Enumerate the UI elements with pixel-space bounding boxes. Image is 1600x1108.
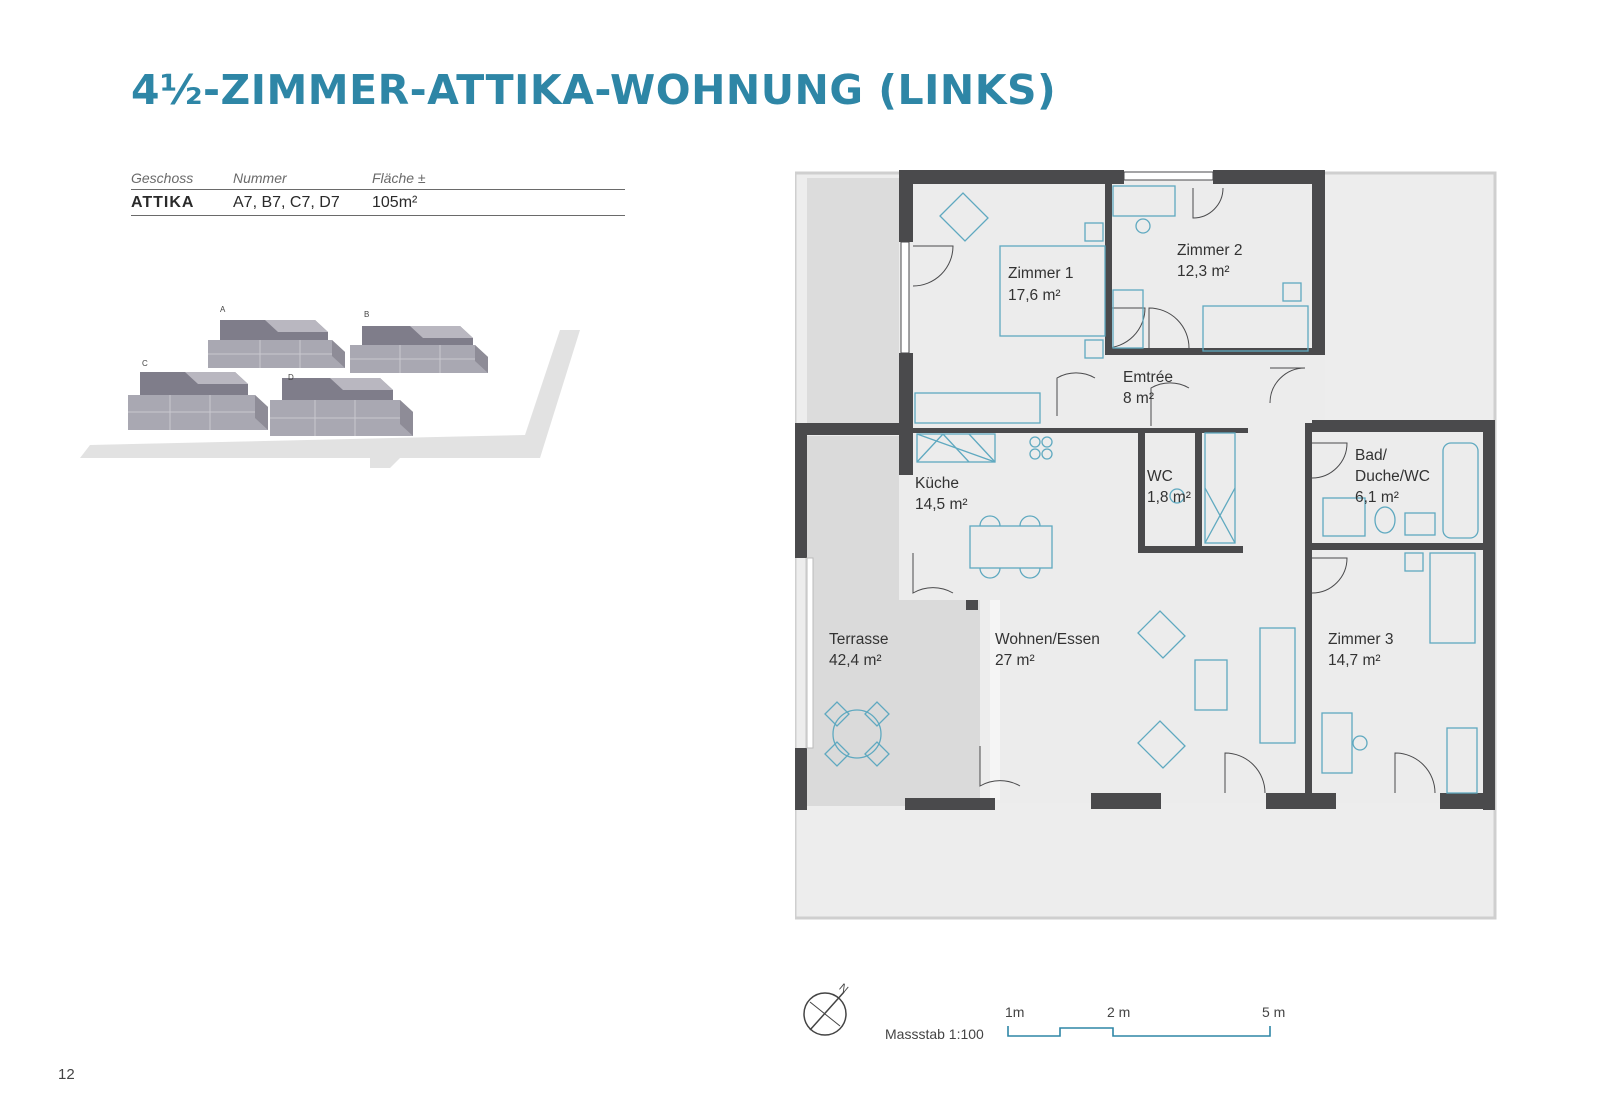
- site-path-stub: [370, 458, 400, 468]
- toilet: [1374, 506, 1396, 534]
- room-zimmer1-name: Zimmer 1: [1008, 265, 1073, 282]
- room-zimmer2-area: 12,3 m²: [1177, 263, 1230, 280]
- desk-zimmer1: [914, 392, 1041, 424]
- room-terrasse-area: 42,4 m²: [829, 652, 882, 669]
- scale-bar: 1m 2 m 5 m: [1005, 1004, 1315, 1046]
- bed-zimmer2: [1202, 305, 1309, 352]
- armchair-zimmer1: [939, 192, 989, 242]
- site-path: [80, 330, 580, 458]
- page-title: 4½-ZIMMER-ATTIKA-WOHNUNG (LINKS): [131, 66, 1057, 114]
- window-left: [900, 241, 910, 354]
- dining-table: [969, 525, 1053, 569]
- window-strip: [990, 600, 1000, 800]
- site-overview-map: A B C D: [80, 305, 580, 468]
- building-b: B: [350, 310, 488, 373]
- scale-bar-graphic: [1007, 1026, 1271, 1037]
- scale-tick-2m: 2 m: [1107, 1004, 1131, 1020]
- armchair-1: [1137, 610, 1186, 659]
- building-d: D: [270, 373, 413, 436]
- info-table-row: ATTIKA A7, B7, C7, D7 105m²: [131, 190, 625, 216]
- window-top: [1123, 171, 1214, 181]
- room-bad-name-1: Bad/: [1355, 447, 1388, 464]
- room-wc-area: 1,8 m²: [1147, 489, 1191, 506]
- compass-north-label: N: [836, 982, 850, 996]
- unit-info-table: Geschoss Nummer Fläche ± ATTIKA A7, B7, …: [131, 170, 625, 216]
- header-geschoss: Geschoss: [131, 170, 194, 186]
- scale-tick-1m: 1m: [1005, 1004, 1025, 1020]
- info-table-header: Geschoss Nummer Fläche ±: [131, 170, 625, 190]
- building-a: A: [208, 305, 345, 368]
- room-entree-name: Emtrée: [1123, 369, 1173, 386]
- sink: [1404, 512, 1436, 536]
- north-compass-icon: N: [803, 982, 850, 1036]
- bed-zimmer1: [999, 245, 1106, 337]
- page-number: 12: [58, 1066, 75, 1083]
- header-flaeche: Fläche ±: [372, 170, 426, 186]
- room-zimmer2-name: Zimmer 2: [1177, 242, 1242, 259]
- furniture: [824, 185, 1479, 794]
- wardrobe-zimmer3: [1429, 552, 1476, 644]
- scale-tick-5m: 5 m: [1262, 1004, 1286, 1020]
- window-terrace: [806, 557, 814, 749]
- coffee-table: [1194, 659, 1228, 711]
- room-kueche-name: Küche: [915, 475, 959, 492]
- sofa: [1259, 627, 1296, 744]
- door-swings: [912, 187, 1436, 794]
- room-zimmer3-name: Zimmer 3: [1328, 631, 1393, 648]
- room-zimmer3-area: 14,7 m²: [1328, 652, 1381, 669]
- cell-geschoss: ATTIKA: [131, 194, 195, 211]
- room-terrasse-name: Terrasse: [829, 631, 888, 648]
- building-label-c: C: [142, 359, 148, 368]
- desk-zimmer3: [1321, 712, 1353, 774]
- room-entree-area: 8 m²: [1123, 390, 1154, 407]
- room-wc-name: WC: [1147, 468, 1173, 485]
- header-nummer: Nummer: [233, 170, 287, 186]
- building-label-b: B: [364, 310, 369, 319]
- bathtub: [1442, 442, 1479, 539]
- wc-toilet: [1169, 488, 1185, 504]
- building-label-a: A: [220, 305, 226, 314]
- building-c: C: [128, 359, 268, 430]
- room-kueche-area: 14,5 m²: [915, 496, 968, 513]
- room-zimmer1-area: 17,6 m²: [1008, 287, 1061, 304]
- armchair-2: [1137, 720, 1186, 769]
- terrace-table: [824, 701, 890, 767]
- room-wohnen-area: 27 m²: [995, 652, 1035, 669]
- room-bad-name-2: Duche/WC: [1355, 468, 1430, 485]
- kitchen-counter: [916, 433, 996, 463]
- cell-flaeche: 105m²: [372, 194, 418, 211]
- side-terrace: [807, 178, 899, 433]
- cell-nummer: A7, B7, C7, D7: [233, 194, 340, 211]
- shower: [1322, 497, 1366, 537]
- floor-plan: Zimmer 1 17,6 m² Zimmer 2 12,3 m² Emtrée…: [795, 170, 1497, 920]
- room-wohnen-name: Wohnen/Essen: [995, 631, 1100, 648]
- building-label-d: D: [288, 373, 294, 382]
- room-bad-area: 6,1 m²: [1355, 489, 1399, 506]
- scale-label: Massstab 1:100: [885, 1026, 984, 1042]
